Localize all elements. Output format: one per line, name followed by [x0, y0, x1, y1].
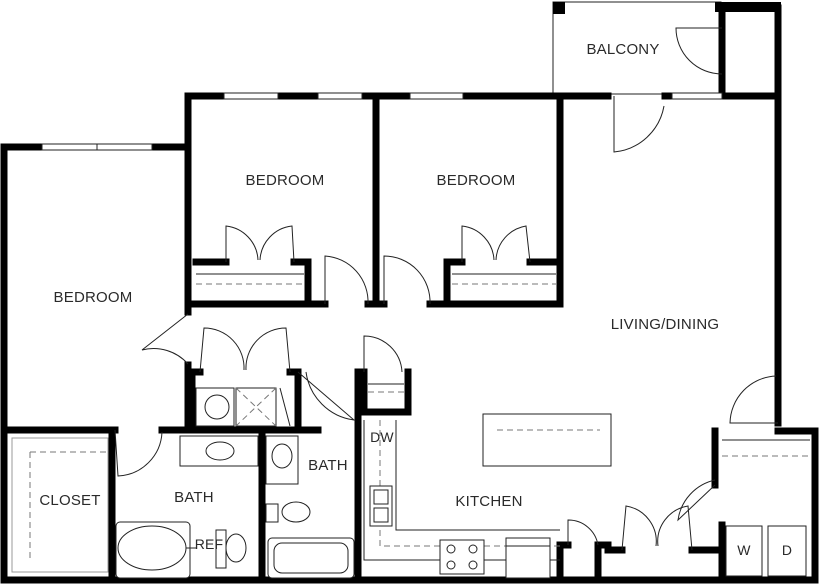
dishwasher-label: DW — [370, 429, 394, 445]
washer-label: W — [737, 542, 751, 558]
center-bath-fixtures — [265, 435, 355, 579]
windows — [41, 92, 723, 151]
closet-label: CLOSET — [39, 492, 100, 509]
exterior-walls — [0, 4, 819, 584]
refrigerator-label: REF — [195, 536, 224, 552]
living-dining-label: LIVING/DINING — [611, 316, 719, 333]
kitchen-island — [482, 413, 612, 467]
kitchen-label: KITCHEN — [455, 493, 522, 510]
closet-details — [11, 273, 810, 573]
bedroom-center-left-label: BEDROOM — [246, 172, 325, 189]
left-bath-fixtures — [115, 435, 259, 579]
doors — [114, 27, 778, 551]
dryer-label: D — [782, 542, 792, 558]
interior-walls — [0, 92, 726, 584]
bath-left-label: BATH — [174, 489, 214, 506]
balcony-label: BALCONY — [586, 41, 659, 58]
bedroom-center-right-label: BEDROOM — [437, 172, 516, 189]
bedroom-left-label: BEDROOM — [54, 289, 133, 306]
hall-laundry — [195, 387, 291, 427]
kitchen-counter — [363, 420, 560, 579]
washer-dryer — [725, 525, 807, 577]
bath-center-label: BATH — [308, 457, 348, 474]
